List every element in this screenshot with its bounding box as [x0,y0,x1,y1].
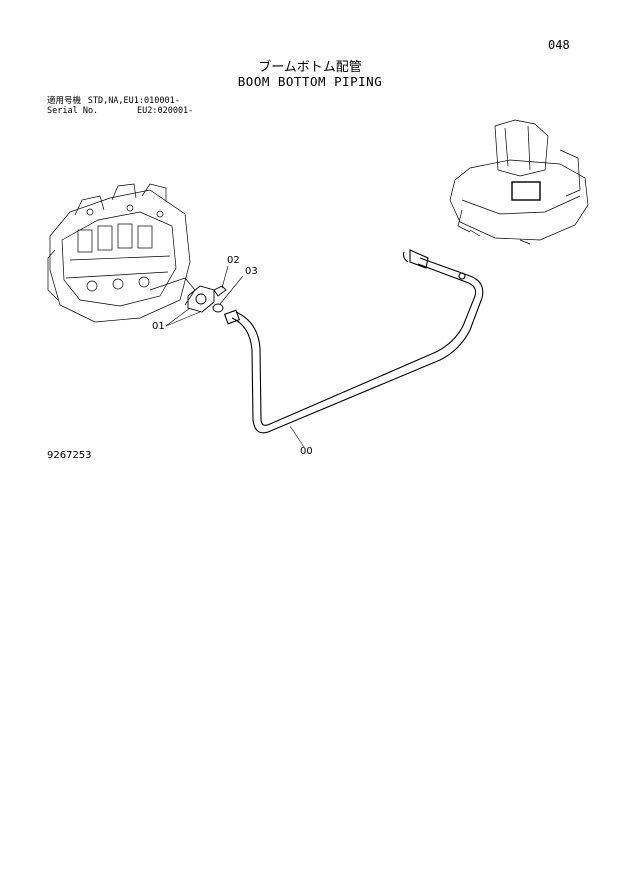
applicability-value-1: STD,NA,EU1:010001- [87,96,180,106]
callout-02: 02 [227,255,240,266]
boom-bottom-pipe [223,249,484,434]
applicability-label: 適用号機 STD,NA,EU1:010001- [47,96,180,106]
applicability-label-jp: 適用号機 [47,96,82,106]
o-ring-part [212,303,224,313]
control-valve-illustration [47,183,196,323]
title-japanese: ブームボトム配管 [258,60,362,75]
bolt-part [213,285,227,297]
page-number: 048 [548,38,570,52]
callout-03: 03 [245,266,258,277]
serial-label: Serial No. [47,106,99,116]
leader-lines [165,265,305,448]
drawing-number: 9267253 [47,450,92,461]
excavator-illustration [449,119,589,245]
serial-value-2: EU2:020001- [137,106,194,116]
flange-part [187,285,215,313]
callout-01: 01 [152,321,165,332]
callout-00: 00 [300,446,313,457]
title-english: BOOM BOTTOM PIPING [237,74,383,89]
